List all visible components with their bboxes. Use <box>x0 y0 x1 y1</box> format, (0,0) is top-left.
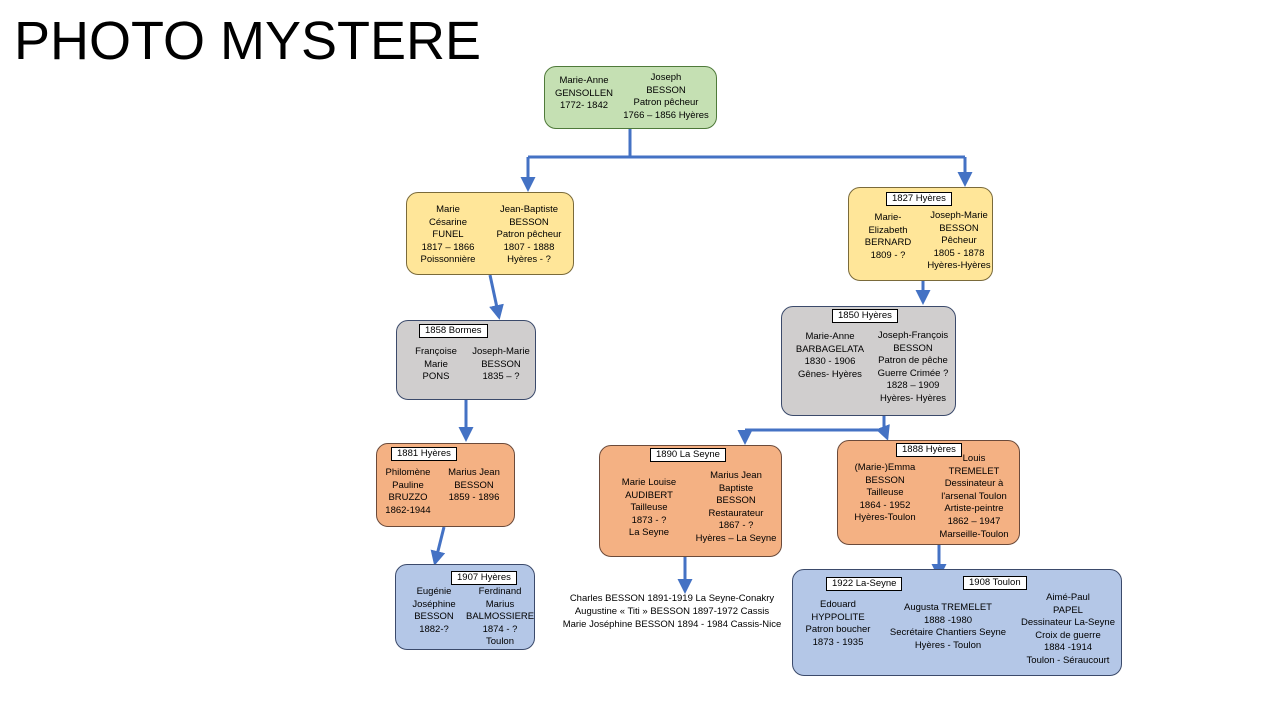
person-left: Marie- Elizabeth BERNARD 1809 - ? <box>864 212 912 261</box>
line-jf-bar <box>745 415 886 432</box>
person-left: Philomène Pauline BRUZZO 1862-1944 <box>385 467 431 516</box>
person-right: Joseph-Marie BESSON 1835 – ? <box>472 346 530 383</box>
person-right: Marius Jean Baptiste BESSON Restaurateur… <box>695 470 777 544</box>
person-right: Jean-Baptiste BESSON Patron pêcheur 1807… <box>496 204 562 266</box>
person-right: Joseph-Marie BESSON Pêcheur 1805 - 1878 … <box>927 210 991 272</box>
node-emma-besson: 1888 Hyères (Marie-)Emma BESSON Tailleus… <box>837 440 1020 545</box>
node-joseph-marie-besson-1835: 1858 Bormes Françoise Marie PONS Joseph-… <box>396 320 536 400</box>
marriage-tag-1922: 1922 La-Seyne <box>826 577 903 591</box>
line-to-emma <box>875 424 890 441</box>
person-mid: Augusta TREMELET 1888 -1980 Secrétaire C… <box>889 602 1007 651</box>
marriage-tag: 1888 Hyères <box>896 443 962 457</box>
person-left: Edouard HYPPOLITE Patron boucher 1873 - … <box>805 599 871 648</box>
node-joseph-francois-besson: 1850 Hyères Marie-Anne BARBAGELATA 1830 … <box>781 306 956 416</box>
marriage-tag: 1827 Hyères <box>886 192 952 206</box>
marriage-tag: 1850 Hyères <box>832 309 898 323</box>
node-augusta-tremelet: 1922 La-Seyne 1908 Toulon Edouard HYPPOL… <box>792 569 1122 676</box>
person-right: Joseph-François BESSON Patron de pêche G… <box>877 330 949 404</box>
person-left: Eugénie Joséphine BESSON 1882-? <box>412 586 456 635</box>
person-left: Marie-Anne BARBAGELATA 1830 - 1906 Gênes… <box>795 331 865 380</box>
node-eugenie-besson: 1907 Hyères Eugénie Joséphine BESSON 188… <box>395 564 535 650</box>
marriage-tag: 1881 Hyères <box>391 447 457 461</box>
child-note: Charles BESSON 1891-1919 La Seyne-Conakr… <box>569 593 775 604</box>
marriage-tag: 1890 La Seyne <box>650 448 726 462</box>
person-right: Marius Jean BESSON 1859 - 1896 <box>448 467 500 504</box>
node-joseph-besson: Marie-Anne GENSOLLEN 1772- 1842 Joseph B… <box>544 66 717 129</box>
node-marius-jean-besson-1859: 1881 Hyères Philomène Pauline BRUZZO 186… <box>376 443 515 527</box>
marriage-tag: 1858 Bormes <box>419 324 488 338</box>
page-title: PHOTO MYSTERE <box>14 11 482 71</box>
person-right: Joseph BESSON Patron pêcheur 1766 – 1856… <box>623 72 709 121</box>
marriage-tag: 1907 Hyères <box>451 571 517 585</box>
person-right: Louis TREMELET Dessinateur à l'arsenal T… <box>939 453 1009 540</box>
person-left: Marie Césarine FUNEL 1817 – 1866 Poisson… <box>420 204 476 266</box>
person-right: Ferdinand Marius BALMOSSIERE 1874 - ? To… <box>466 586 535 648</box>
node-jean-baptiste-besson: Marie Césarine FUNEL 1817 – 1866 Poisson… <box>406 192 574 275</box>
person-left: Françoise Marie PONS <box>415 346 457 383</box>
marriage-tag-1908: 1908 Toulon <box>963 576 1027 590</box>
line-mj1-eug <box>430 526 446 566</box>
node-joseph-marie-besson-1805: 1827 Hyères Marie- Elizabeth BERNARD 180… <box>848 187 993 281</box>
person-left: (Marie-)Emma BESSON Tailleuse 1864 - 195… <box>854 462 916 524</box>
person-left: Marie-Anne GENSOLLEN 1772- 1842 <box>554 75 614 112</box>
person-right: Aimé-Paul PAPEL Dessinateur La-Seyne Cro… <box>1021 592 1115 666</box>
child-note: Augustine « Titi » BESSON 1897-1972 Cass… <box>574 606 770 617</box>
node-marius-jean-baptiste-besson: 1890 La Seyne Marie Louise AUDIBERT Tail… <box>599 445 782 557</box>
child-note: Marie Joséphine BESSON 1894 - 1984 Cassi… <box>562 619 782 630</box>
line-jb-jm2 <box>488 274 504 320</box>
person-left: Marie Louise AUDIBERT Tailleuse 1873 - ?… <box>621 477 677 539</box>
children-notes: Charles BESSON 1891-1919 La Seyne-Conakr… <box>552 592 792 631</box>
